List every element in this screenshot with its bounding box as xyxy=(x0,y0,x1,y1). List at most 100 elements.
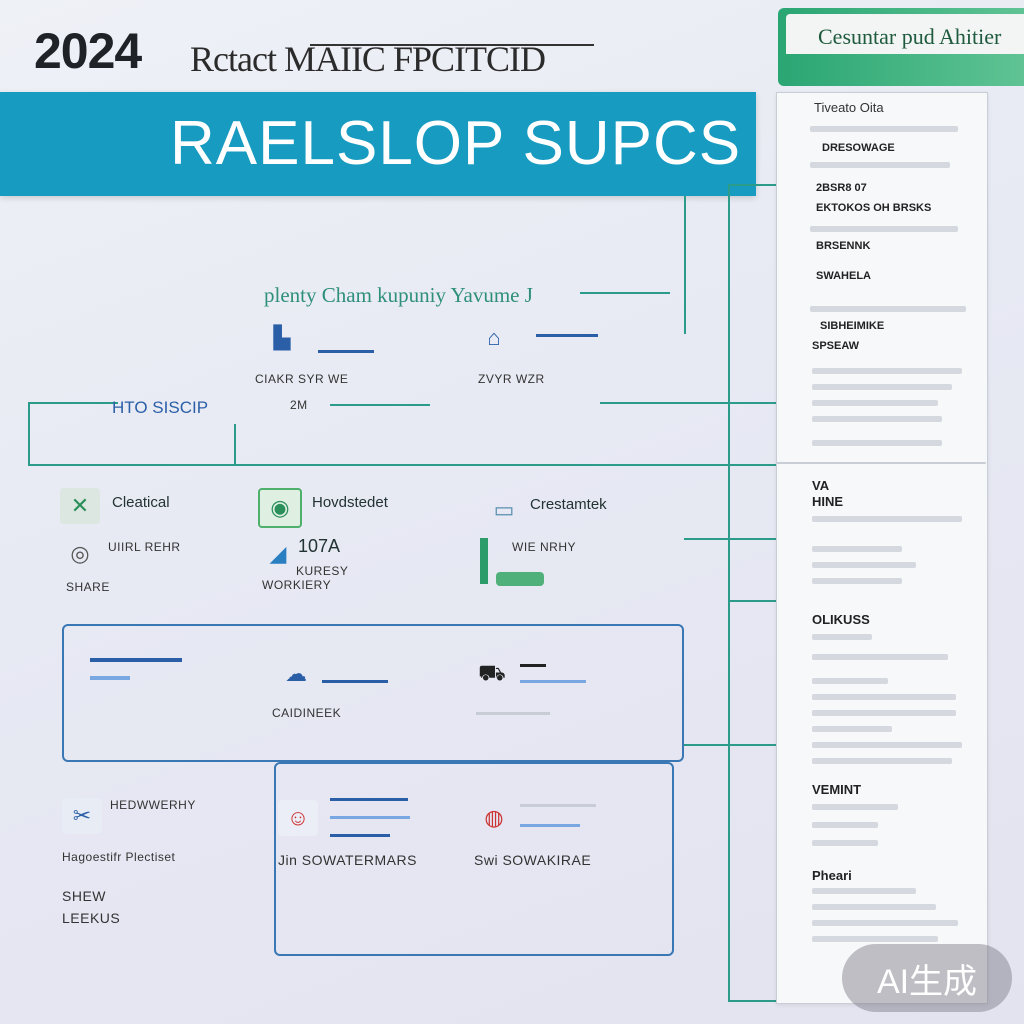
connector-line xyxy=(28,402,30,466)
green-bar xyxy=(496,572,544,586)
vehicle-icon: ⛟ xyxy=(478,659,506,685)
indicator-bar xyxy=(318,350,374,353)
indicator-bar xyxy=(520,664,546,667)
row4-item1-line4: LEEKUS xyxy=(62,910,121,926)
network-icon: ✕ xyxy=(60,488,100,524)
panel-bar xyxy=(812,742,962,748)
connector-line xyxy=(684,744,776,746)
panel-bar xyxy=(810,306,966,312)
indicator-bar xyxy=(520,680,586,683)
row4-item1-line2: Hagoestifr Plectiset xyxy=(62,850,176,864)
indicator-bar xyxy=(330,798,408,801)
year-label: 2024 xyxy=(34,23,142,79)
row4-item2-line1: Jin SOWATERMARS xyxy=(278,852,417,868)
tools-icon: ✂ xyxy=(62,798,102,834)
panel-title: Tiveato Oita xyxy=(814,100,884,115)
panel-bar xyxy=(812,888,916,894)
panel-bar xyxy=(812,840,878,846)
target-icon: ◍ xyxy=(484,805,504,830)
chart-icon: ◢ xyxy=(269,541,287,566)
panel-bar xyxy=(812,562,916,568)
panel-bar xyxy=(812,634,872,640)
factory-icon: ▙ xyxy=(273,325,291,350)
row2-item2-value: 107A xyxy=(298,536,341,556)
up-arrow-line xyxy=(234,424,236,464)
globe-icon: ◉ xyxy=(258,488,302,528)
panel-line: 2BSR8 07 xyxy=(816,182,867,194)
connector-line xyxy=(28,464,776,466)
row2-item3-line1: WIE NRHY xyxy=(512,540,576,554)
indicator-bar xyxy=(476,712,550,715)
indicator-bar xyxy=(536,334,598,337)
row1-side-label: HTO SISCIP xyxy=(112,398,209,417)
row4-item1-line1: HEDWWERHY xyxy=(110,798,196,812)
row2-item2-line2: WORKIERY xyxy=(262,578,332,592)
connector-line xyxy=(600,402,776,404)
row2-item3-label: Crestamtek xyxy=(530,496,607,513)
panel-bar xyxy=(812,904,936,910)
panel-line: DRESOWAGE xyxy=(822,142,895,154)
top-right-label: Cesuntar pud Ahitier xyxy=(818,24,1002,49)
green-bar xyxy=(480,538,488,584)
panel-bar xyxy=(812,936,938,942)
panel-bar xyxy=(812,416,942,422)
connector-line xyxy=(728,600,776,602)
row1-mid-text: 2M xyxy=(290,398,308,412)
panel-section-b: OLIKUSS xyxy=(812,612,870,627)
row2-item1-line1: UIIRL REHR xyxy=(108,540,181,554)
panel-line: SIBHEIMIKE xyxy=(820,320,885,332)
panel-section-a2: HINE xyxy=(812,494,844,509)
connector-line xyxy=(330,404,430,406)
row3-mid-label: CAIDINEEK xyxy=(272,706,342,720)
panel-bar xyxy=(812,726,892,732)
connector-line xyxy=(684,538,776,540)
row2-item2-label: Hovdstedet xyxy=(312,494,388,511)
panel-bar xyxy=(812,654,948,660)
subtitle-rule xyxy=(310,44,594,46)
title-banner xyxy=(0,92,756,196)
panel-bar xyxy=(812,822,878,828)
panel-line: SWAHELA xyxy=(816,270,871,282)
connector-line xyxy=(684,196,686,334)
row2-item1-line2: SHARE xyxy=(66,580,110,594)
row1-right-label: ZVYR WZR xyxy=(478,372,545,386)
row4-item1-line3: SHEW xyxy=(62,888,106,904)
panel-bar xyxy=(810,162,950,168)
panel-line: EKTOKOS OH BRSKS xyxy=(816,202,932,214)
connector-line xyxy=(728,184,730,1002)
connector-line xyxy=(728,184,776,186)
panel-bar xyxy=(810,126,958,132)
panel-bar xyxy=(812,578,902,584)
panel-bar xyxy=(812,758,952,764)
row2-item2-line1: KURESY xyxy=(296,564,349,578)
connector-line xyxy=(28,402,118,404)
connector-line xyxy=(728,1000,776,1002)
device-icon: ▭ xyxy=(493,497,515,522)
panel-bar xyxy=(812,368,962,374)
panel-bar xyxy=(812,710,956,716)
panel-bar xyxy=(812,400,938,406)
section-title-rule xyxy=(580,292,670,294)
panel-bar xyxy=(812,384,952,390)
indicator-bar xyxy=(520,804,596,807)
panel-bar xyxy=(812,546,902,552)
section-title: plenty Cham kupuniy Yavume J xyxy=(264,283,533,307)
panel-section-a: VA xyxy=(812,478,830,493)
robot-icon: ☺ xyxy=(278,800,318,836)
cloud-icon: ☁ xyxy=(285,661,307,686)
indicator-bar xyxy=(330,816,410,819)
indicator-bar xyxy=(90,676,130,680)
indicator-bar xyxy=(90,658,182,662)
panel-section-c: VEMINT xyxy=(812,782,862,797)
row1-left-label: CIAKR SYR WE xyxy=(255,372,349,386)
indicator-bar xyxy=(322,680,388,683)
row4-item3-line1: Swi SOWAKIRAE xyxy=(474,852,592,868)
panel-bar xyxy=(812,920,958,926)
panel-bar xyxy=(810,226,958,232)
panel-divider xyxy=(776,462,986,464)
banner-title: RAELSLOP SUPCS xyxy=(170,109,742,178)
indicator-bar xyxy=(520,824,580,827)
row2-item1-label: Cleatical xyxy=(112,494,170,511)
panel-bar xyxy=(812,678,888,684)
panel-bar xyxy=(812,694,956,700)
